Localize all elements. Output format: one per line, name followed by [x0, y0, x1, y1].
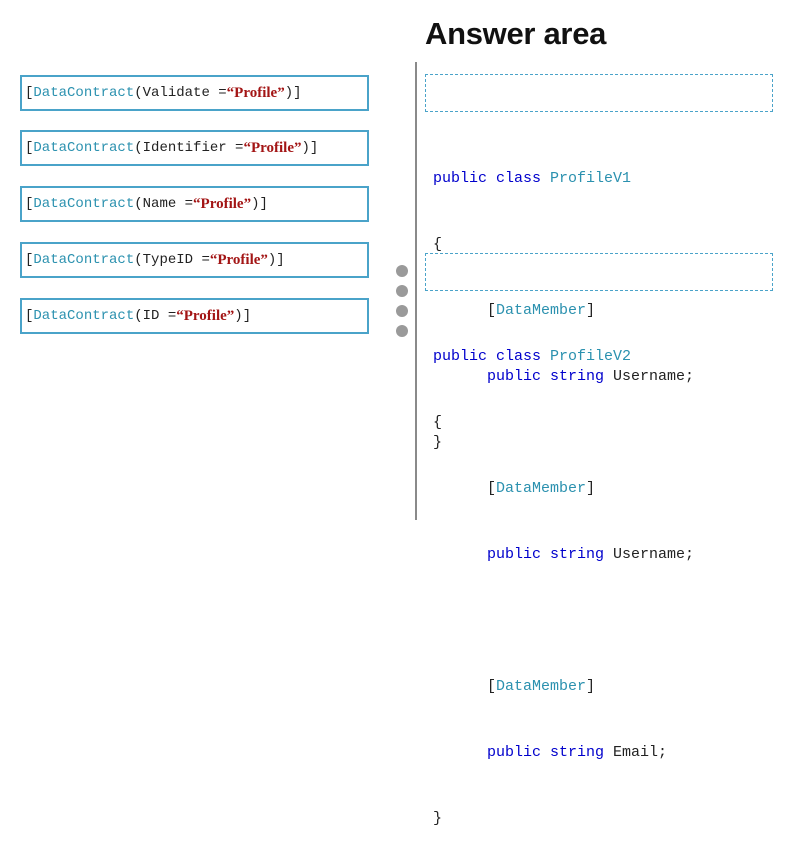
option-attribute-name: DataContract — [33, 196, 135, 212]
option-bracket-close: )] — [301, 140, 319, 156]
option-attribute-name: DataContract — [33, 308, 135, 324]
member-attribute: DataMember — [496, 480, 587, 497]
option-bracket-close: )] — [284, 85, 302, 101]
option-bracket-close: )] — [234, 308, 252, 324]
code-brace: } — [433, 810, 443, 827]
option-bracket-close: )] — [251, 196, 268, 212]
option-bracket-open: [ — [25, 85, 34, 101]
code-line: } — [433, 808, 694, 830]
drag-handle-dot-icon[interactable] — [396, 285, 408, 297]
code-line: public string Username; — [433, 544, 694, 566]
option-bracket-open: [ — [25, 252, 34, 268]
code-brace: } — [433, 434, 443, 451]
drag-handle-dot-icon[interactable] — [396, 305, 408, 317]
option-value: “Profile” — [226, 84, 285, 101]
property-name: Email; — [604, 744, 668, 761]
option-bracket-open: [ — [25, 140, 34, 156]
answer-area-title: Answer area — [425, 16, 607, 51]
option-bracket-open: [ — [25, 308, 34, 324]
code-keyword: public class — [433, 348, 551, 365]
option-parameter: (Identifier = — [134, 140, 244, 156]
option-datacontract-name[interactable]: [DataContract(Name = “Profile”)] — [20, 186, 369, 222]
option-parameter: (Validate = — [134, 85, 227, 101]
code-keyword: public string — [487, 744, 605, 761]
option-parameter: (Name = — [134, 196, 194, 212]
option-value: “Profile” — [176, 307, 235, 324]
code-block-profilev1: public class ProfileV1 { [DataMember] pu… — [433, 124, 694, 476]
option-value: “Profile” — [209, 251, 268, 268]
code-brace: { — [433, 236, 443, 253]
code-line: public class ProfileV2 — [433, 346, 694, 368]
option-attribute-name: DataContract — [33, 140, 135, 156]
code-line: [DataMember] — [487, 678, 596, 695]
code-block-profilev2: public class ProfileV2 { [DataMember] pu… — [433, 302, 694, 852]
drop-target-profilev1[interactable] — [425, 74, 773, 112]
property-name: Username; — [604, 546, 695, 563]
code-line: { — [433, 234, 694, 256]
option-value: “Profile” — [193, 195, 252, 212]
class-name: ProfileV1 — [550, 170, 632, 187]
code-keyword: public string — [487, 546, 605, 563]
code-line: } — [433, 432, 694, 454]
code-keyword: public string — [487, 368, 605, 385]
member-attribute: DataMember — [496, 302, 587, 319]
option-attribute-name: DataContract — [33, 85, 135, 101]
member-attribute: DataMember — [496, 678, 587, 695]
drop-target-profilev2[interactable] — [425, 253, 773, 291]
code-line: { — [433, 412, 694, 434]
option-bracket-close: )] — [267, 252, 285, 268]
code-line: public class ProfileV1 — [433, 168, 694, 190]
code-line: public string Email; — [433, 742, 694, 764]
class-name: ProfileV2 — [550, 348, 632, 365]
code-line: [DataMember] — [487, 302, 596, 319]
option-parameter: (ID = — [134, 308, 177, 324]
option-attribute-name: DataContract — [33, 252, 135, 268]
code-keyword: public class — [433, 170, 551, 187]
drag-handle-dot-icon[interactable] — [396, 325, 408, 337]
option-datacontract-id[interactable]: [DataContract(ID = “Profile”)] — [20, 298, 369, 334]
option-datacontract-identifier[interactable]: [DataContract(Identifier = “Profile”)] — [20, 130, 369, 166]
panel-divider — [415, 62, 417, 520]
code-line: public string Username; — [433, 366, 694, 388]
code-brace: { — [433, 414, 443, 431]
property-name: Username; — [604, 368, 695, 385]
option-value: “Profile” — [243, 139, 302, 156]
option-datacontract-typeid[interactable]: [DataContract(TypeID = “Profile”)] — [20, 242, 369, 278]
drag-handle-dot-icon[interactable] — [396, 265, 408, 277]
option-datacontract-validate[interactable]: [DataContract(Validate = “Profile”)] — [20, 75, 369, 111]
code-line-blank — [433, 610, 694, 632]
option-parameter: (TypeID = — [134, 252, 210, 268]
option-bracket-open: [ — [25, 196, 34, 212]
code-line: [DataMember] — [487, 480, 596, 497]
